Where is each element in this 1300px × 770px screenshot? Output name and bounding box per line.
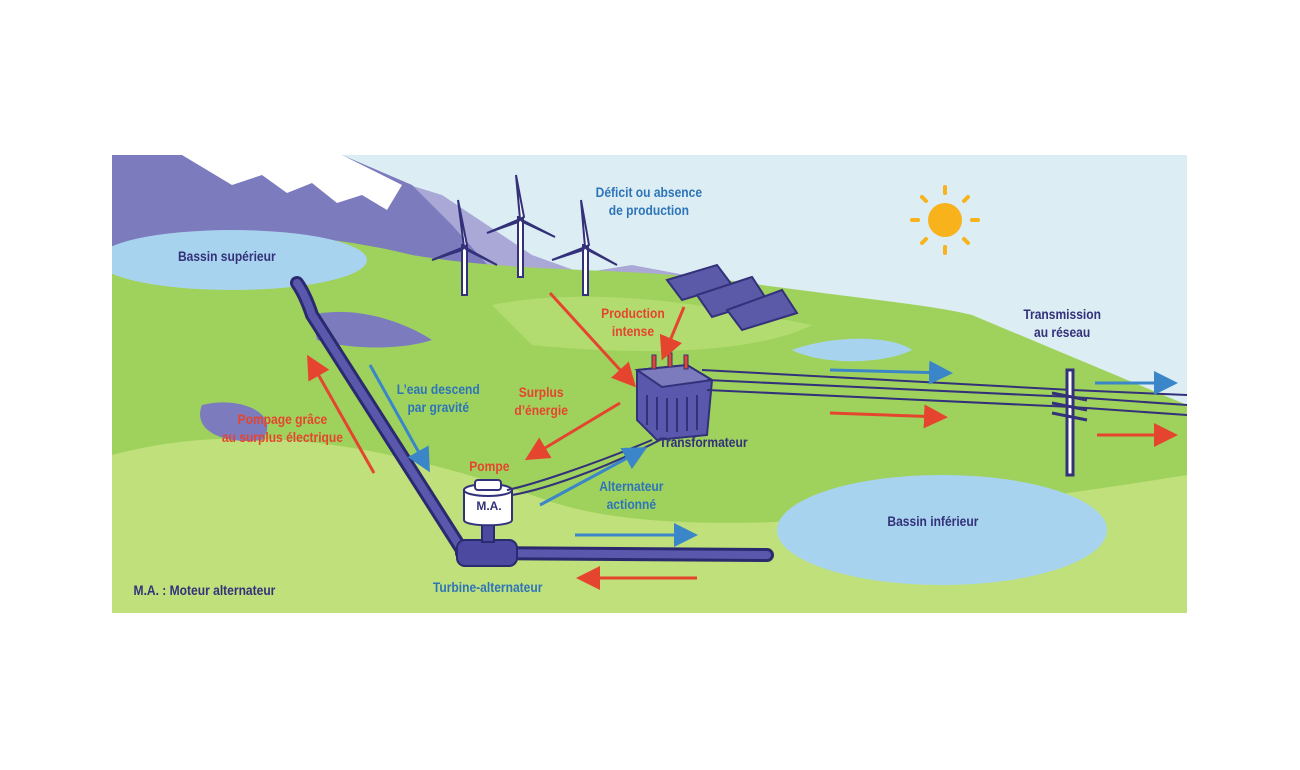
landscape-illustration bbox=[112, 155, 1187, 613]
rock-outcrop bbox=[200, 402, 268, 441]
wind-turbine-icon bbox=[431, 199, 498, 296]
upper-basin-water bbox=[112, 230, 367, 290]
lower-basin-water bbox=[777, 475, 1107, 585]
penstock-pipe bbox=[293, 279, 466, 554]
flow-arrow-surplus bbox=[524, 401, 621, 461]
utility-pole-icon bbox=[1051, 368, 1088, 477]
flow-arrow-pumping bbox=[307, 354, 376, 474]
wind-turbine-icon bbox=[486, 174, 556, 278]
transformer-label: Transformateur bbox=[659, 434, 748, 450]
legend-label: M.A. : Moteur alternateur bbox=[133, 582, 276, 598]
turbine-label: Turbine-alternateur bbox=[432, 579, 543, 595]
transformer-icon bbox=[634, 352, 715, 442]
wind-turbine-icon bbox=[551, 199, 618, 296]
upper-basin-label: Bassin supérieur bbox=[177, 248, 276, 264]
sun-icon bbox=[910, 185, 980, 255]
pump-label: Pompe bbox=[469, 458, 510, 474]
flow-arrow-grid-blue bbox=[829, 360, 953, 385]
rock-outcrop bbox=[312, 311, 432, 348]
surplus-label: Surplus d’énergie bbox=[514, 384, 568, 418]
flow-arrow-grid-red bbox=[829, 404, 948, 429]
deficit-label: Déficit ou absence de production bbox=[595, 184, 703, 218]
motor-alternator-label: M.A. bbox=[476, 499, 502, 513]
transmission-label: Transmission au réseau bbox=[1023, 306, 1101, 340]
alternator-label: Alternateur actionné bbox=[599, 478, 664, 512]
snow-cap bbox=[182, 155, 402, 210]
motor-alternator-icon bbox=[463, 479, 513, 527]
solar-panel-icon bbox=[665, 263, 799, 332]
flow-arrow-solar bbox=[659, 306, 686, 361]
flow-arrow-alternator bbox=[539, 447, 648, 507]
gravity-label: L’eau descend par gravité bbox=[396, 381, 480, 415]
distant-lake bbox=[792, 338, 912, 362]
grass-patch bbox=[492, 296, 812, 351]
flow-arrow-production bbox=[548, 291, 637, 388]
lower-basin-label: Bassin inférieur bbox=[887, 513, 979, 529]
flow-arrow-gravity bbox=[368, 364, 430, 473]
diagram-scene: Bassin supérieur Déficit ou absence de p… bbox=[112, 155, 1187, 613]
pumping-label: Pompage grâce au surplus électrique bbox=[221, 411, 343, 445]
production-label: Production intense bbox=[601, 305, 665, 339]
